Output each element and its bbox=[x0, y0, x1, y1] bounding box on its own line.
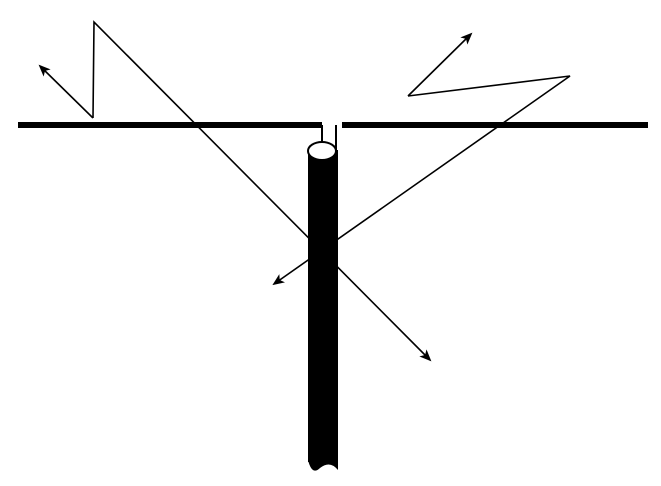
wave-path-left bbox=[92, 20, 432, 362]
dipole-arm-left bbox=[18, 122, 322, 128]
cable-bottom-end bbox=[308, 460, 338, 471]
feed-point-gap bbox=[321, 125, 337, 150]
dipole-arm-right bbox=[342, 122, 648, 128]
wave-path-right-start bbox=[407, 32, 473, 97]
wave-path-right bbox=[272, 75, 571, 286]
coaxial-feed-cable bbox=[307, 141, 338, 471]
wave-path-left-start bbox=[38, 64, 94, 119]
cable-top-end bbox=[307, 141, 337, 161]
cable-body bbox=[308, 150, 338, 462]
